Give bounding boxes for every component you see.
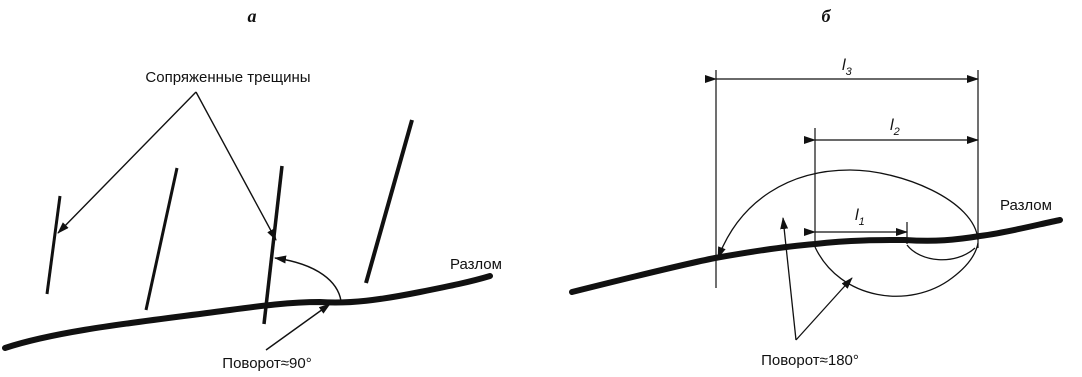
fault-label-b: Разлом xyxy=(1000,197,1052,214)
rotation-pointer-a xyxy=(265,303,331,351)
rotation-label-a: Поворот≈90° xyxy=(222,355,311,372)
fault-label-a: Разлом xyxy=(450,256,502,273)
panel-a-letter: а xyxy=(248,6,257,26)
crack-3 xyxy=(262,165,284,325)
rotation-loop-inner xyxy=(906,244,976,261)
rotation-arc-90 xyxy=(274,255,342,302)
rotation-label-b: Поворот≈180° xyxy=(761,352,859,369)
rotation-pointer-b-upper xyxy=(780,217,797,341)
crack-1 xyxy=(45,195,62,295)
rotation-pointer-b-lower xyxy=(795,277,853,341)
fault-line-b xyxy=(569,217,1063,295)
rotation-loop-lower xyxy=(814,242,979,297)
rotation-arc-180-upper xyxy=(717,169,979,259)
dimension-l1-label: l1 xyxy=(855,207,865,228)
crack-2 xyxy=(144,167,179,311)
panel-b: б Разлом l3 l2 l1 Поворот≈180° xyxy=(569,6,1063,369)
crack-4 xyxy=(364,119,414,284)
dimension-l2-label: l2 xyxy=(890,117,900,138)
cracks-arrow-left xyxy=(57,91,197,234)
cracks-label: Сопряженные трещины xyxy=(145,69,310,86)
panel-a: а Разлом Сопряженные трещины Поворот≈90° xyxy=(2,6,502,372)
dimension-l3-label: l3 xyxy=(842,57,853,78)
panel-b-letter: б xyxy=(822,6,832,26)
fault-line-a xyxy=(2,273,493,351)
cracks-arrow-right xyxy=(195,91,277,241)
